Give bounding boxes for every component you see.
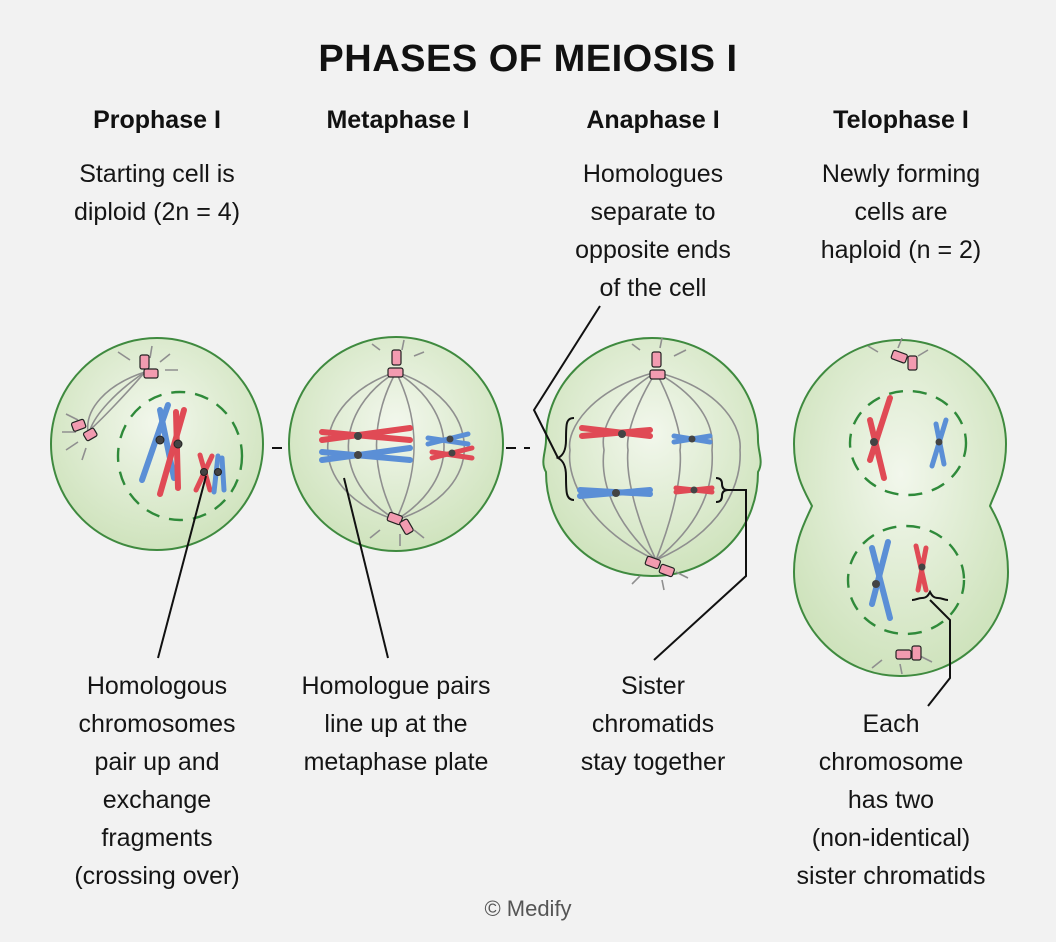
telophase-description: Newly forming cells are haploid (n = 2) [781, 155, 1021, 269]
prophase-annot-line-3: pair up and [94, 748, 220, 776]
phase-title-metaphase: Metaphase I [326, 106, 470, 134]
prophase-desc-line-1: Starting cell is [79, 160, 235, 188]
telophase-annotation: Each chromosome has two (non-identical) … [766, 705, 1016, 895]
anaphase-annotation: Sister chromatids stay together [533, 667, 773, 781]
page-title: PHASES OF MEIOSIS I [318, 38, 738, 80]
anaphase-description: Homologues separate to opposite ends of … [533, 155, 773, 307]
anaphase-top-leader [532, 305, 601, 459]
telophase-centriole [890, 349, 922, 661]
anaphase-annot-line-2: chromatids [591, 710, 715, 738]
metaphase-annot-line-2: line up at the [324, 710, 468, 738]
telophase-desc-line-1: Newly forming [821, 160, 981, 188]
metaphase-centriole [386, 349, 414, 535]
telophase-desc-line-3: haploid (n = 2) [820, 236, 982, 264]
metaphase-leader [343, 477, 389, 659]
telophase-bottom-nuclear-envelope [846, 524, 966, 636]
metaphase-cell [288, 336, 504, 552]
telophase-leader [927, 599, 951, 707]
telophase-annot-line-3: has two [847, 786, 935, 814]
copyright-credit: © Medify [484, 896, 572, 921]
prophase-annot-line-5: fragments [101, 824, 213, 852]
phase-title-prophase: Prophase I [93, 106, 221, 134]
phase-title-telophase: Telophase I [833, 106, 969, 134]
prophase-spindle [62, 345, 178, 461]
prophase-cell [50, 337, 264, 551]
metaphase-annotation: Homologue pairs line up at the metaphase… [266, 667, 526, 781]
anaphase-spindle [568, 337, 741, 591]
anaphase-desc-line-3: opposite ends [575, 236, 731, 264]
prophase-leader [157, 475, 207, 659]
telophase-top-nuclear-envelope [848, 389, 968, 497]
telophase-brace [911, 589, 949, 601]
prophase-nuclear-envelope [116, 390, 244, 522]
telophase-spindle [867, 337, 933, 675]
prophase-annotation: Homologous chromosomes pair up and excha… [37, 667, 277, 895]
telophase-annot-line-1: Each [862, 710, 920, 738]
prophase-centriole [70, 354, 159, 442]
anaphase-annot-line-1: Sister [621, 672, 685, 700]
prophase-chromosomes [139, 402, 227, 497]
anaphase-bottom-leader [653, 489, 747, 661]
anaphase-centriole [644, 351, 675, 578]
anaphase-desc-line-2: separate to [590, 198, 716, 226]
anaphase-annot-line-3: stay together [580, 748, 726, 776]
metaphase-annot-line-3: metaphase plate [303, 748, 489, 776]
prophase-annot-line-6: (crossing over) [74, 862, 240, 890]
prophase-annot-line-1: Homologous [86, 672, 228, 700]
leader-lines [157, 305, 951, 707]
prophase-annot-line-2: chromosomes [78, 710, 236, 738]
anaphase-desc-line-1: Homologues [582, 160, 724, 188]
telophase-desc-line-2: cells are [854, 198, 948, 226]
telophase-annot-line-4: (non-identical) [811, 824, 971, 852]
metaphase-chromosomes [319, 425, 475, 463]
prophase-annot-line-4: exchange [102, 786, 212, 814]
anaphase-chromosomes [577, 425, 715, 499]
telophase-annot-line-2: chromosome [818, 748, 964, 776]
telophase-annot-line-5: sister chromatids [796, 862, 986, 890]
prophase-desc-line-2: diploid (2n = 4) [73, 198, 241, 226]
prophase-description: Starting cell is diploid (2n = 4) [37, 155, 277, 231]
phase-title-anaphase: Anaphase I [586, 106, 720, 134]
telophase-chromosomes [867, 395, 949, 621]
telophase-cell [792, 337, 1010, 678]
anaphase-desc-line-4: of the cell [599, 274, 707, 302]
metaphase-spindle [326, 339, 466, 546]
anaphase-cell [542, 336, 762, 591]
metaphase-annot-line-1: Homologue pairs [301, 672, 491, 700]
